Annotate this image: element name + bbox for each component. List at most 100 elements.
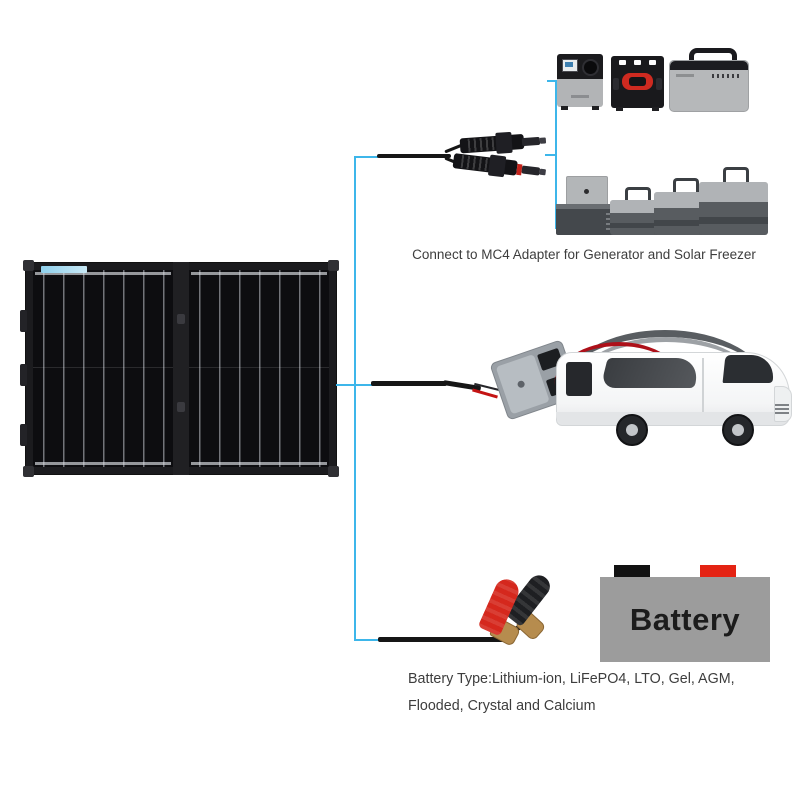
generator-foot <box>592 106 599 110</box>
freezer-band <box>699 216 768 225</box>
generator-top-band <box>670 61 748 70</box>
panel-mid-seam <box>33 366 173 368</box>
panel-bottom-strip <box>35 462 171 465</box>
mc4-cable <box>377 154 451 158</box>
generator-handle <box>689 48 737 70</box>
rv-cable <box>371 381 447 386</box>
generator-foot <box>616 107 623 111</box>
generator-body <box>669 60 749 112</box>
generator-power-station-1 <box>557 54 603 110</box>
hinge-nub <box>177 314 185 324</box>
rv-motorhome-illustration <box>550 328 800 450</box>
rv-wheel-hub <box>626 424 638 436</box>
freezer-open-lid <box>566 176 608 209</box>
battery-positive-terminal <box>700 565 736 578</box>
rv-front-wheel <box>722 414 754 446</box>
mc4-collar <box>487 154 507 178</box>
rv-grille <box>775 404 789 414</box>
generator-body <box>557 79 603 107</box>
rv-rear-window <box>566 362 592 396</box>
hinge-nub <box>177 402 185 412</box>
bracket-line-mid-tick <box>545 154 557 156</box>
freezer-body <box>610 213 660 235</box>
connection-line-trunk <box>354 157 356 641</box>
battery-negative-terminal <box>614 565 650 578</box>
mc4-collar <box>495 131 513 154</box>
freezer-lid-panel <box>566 176 608 209</box>
mc4-tip-end <box>539 137 547 144</box>
panel-corner-cap <box>328 466 339 477</box>
rv-roof-arc-inner <box>576 337 756 386</box>
battery-cable <box>378 637 506 642</box>
panel-latch <box>20 310 27 332</box>
handle-grip-hole <box>619 60 626 65</box>
rv-roof-arc <box>562 330 768 389</box>
generator-power-station-2 <box>611 56 664 111</box>
rv-rear-wheel <box>616 414 648 446</box>
solar-freezer-large <box>699 167 768 235</box>
generator-top-panel <box>557 54 603 79</box>
rv-side-graphic <box>600 358 702 388</box>
battery-label: Battery <box>629 601 741 637</box>
generator-display-content <box>565 62 573 67</box>
panel-bottom-strip <box>191 462 327 465</box>
freezer-box <box>699 182 768 235</box>
freezer-band <box>654 220 712 227</box>
generator-red-bezel <box>622 73 653 90</box>
mc4-tip <box>521 165 541 176</box>
rv-red-stripe <box>554 342 684 386</box>
generator-foot <box>561 106 568 110</box>
panel-top-strip <box>35 272 171 275</box>
mc4-tip <box>521 136 541 147</box>
connection-line-middle <box>336 384 376 386</box>
freezer-handle <box>673 178 699 197</box>
battery-type-line2: Flooded, Crystal and Calcium <box>408 698 596 714</box>
freezer-box <box>610 200 660 235</box>
connection-line-bottom <box>354 639 380 641</box>
handle-grip-hole <box>634 60 641 65</box>
mc4-ridges <box>467 137 495 152</box>
panel-hinge <box>173 262 189 475</box>
solar-freezer-small <box>610 187 660 235</box>
generator-display <box>629 77 646 86</box>
freezer-lid-dot <box>584 189 589 194</box>
solar-panel-illustration <box>20 260 339 477</box>
connection-line-top <box>354 156 378 158</box>
panel-latch <box>20 424 27 446</box>
battery-type-line1: Battery Type:Lithium-ion, LiFePO4, LTO, … <box>408 671 735 687</box>
generator-vent-dots <box>712 74 740 78</box>
panel-corner-cap <box>23 466 34 477</box>
mc4-connector-female <box>452 149 552 185</box>
solar-panel-left-half <box>33 270 173 467</box>
bracket-line-top-tick <box>547 80 557 82</box>
generator-power-station-3 <box>669 48 749 112</box>
freezer-base-rim <box>556 204 623 209</box>
battery-type-caption: Battery Type:Lithium-ion, LiFePO4, LTO, … <box>408 666 748 720</box>
rv-wheel-hub <box>732 424 744 436</box>
generator-display <box>562 59 578 72</box>
battery-illustration: Battery <box>600 577 770 662</box>
generator-foot <box>652 107 659 111</box>
panel-brand-label <box>41 266 87 273</box>
freezer-body <box>699 202 768 235</box>
panel-corner-cap <box>23 260 34 271</box>
freezer-handle <box>723 167 749 186</box>
rv-skirt <box>556 412 788 425</box>
handle-grip-hole <box>649 60 656 65</box>
panel-mid-seam <box>189 366 329 368</box>
mc4-tip-end <box>539 168 547 176</box>
rv-door-seam <box>702 358 704 414</box>
freezer-handle <box>625 187 651 206</box>
panel-top-strip <box>191 272 327 275</box>
panel-corner-cap <box>328 260 339 271</box>
generator-freezer-caption: Connect to MC4 Adapter for Generator and… <box>412 247 756 262</box>
generator-fan-dial <box>582 59 599 76</box>
generator-brand-strip <box>571 95 589 98</box>
freezer-lid <box>699 182 768 205</box>
generator-side-pod <box>656 78 662 90</box>
panel-latch <box>20 364 27 386</box>
generator-side-pod <box>613 78 619 90</box>
freezer-band <box>610 223 660 228</box>
solar-panel-right-half <box>189 270 329 467</box>
